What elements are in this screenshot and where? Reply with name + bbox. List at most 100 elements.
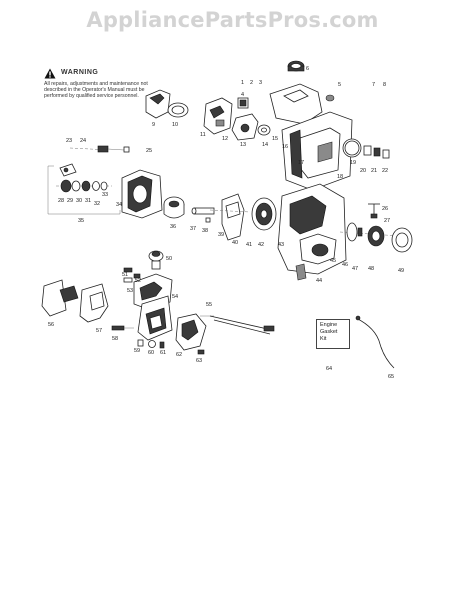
part-label-16: 16 [282, 144, 288, 150]
part-label-50: 50 [166, 256, 172, 262]
part-label-14: 14 [262, 142, 268, 148]
part-label-24: 24 [80, 138, 86, 144]
part-label-53: 53 [127, 288, 133, 294]
mounting-screw [197, 349, 205, 355]
warning-notice: WARNING All repairs, adjustments and mai… [44, 68, 152, 100]
part-label-46: 46 [342, 262, 348, 268]
part-label-1: 1 [241, 80, 244, 86]
spark-deflector [221, 193, 245, 241]
part-label-62: 62 [176, 352, 182, 358]
part-label-58: 58 [112, 336, 118, 342]
part-label-31: 31 [85, 198, 91, 204]
part-label-57: 57 [96, 328, 102, 334]
fuel-cap [287, 60, 305, 72]
part-label-37: 37 [190, 226, 196, 232]
flywheel [209, 197, 277, 231]
part-label-63: 63 [196, 358, 202, 364]
part-label-29: 29 [67, 198, 73, 204]
part-label-21: 21 [371, 168, 377, 174]
part-label-15: 15 [272, 136, 278, 142]
part-label-5: 5 [338, 82, 341, 88]
part-label-3: 3 [259, 80, 262, 86]
part-label-35: 35 [78, 218, 84, 224]
part-label-23: 23 [66, 138, 72, 144]
part-label-38: 38 [202, 228, 208, 234]
throttle-cable [355, 315, 395, 369]
part-label-30: 30 [76, 198, 82, 204]
site-watermark: AppliancePartsPros.com [86, 8, 379, 32]
clutch-assembly [339, 222, 413, 253]
part-label-34: 34 [116, 202, 122, 208]
part-label-8: 8 [383, 82, 386, 88]
cylinder-block [121, 169, 163, 219]
bolt-set [69, 145, 130, 153]
retaining-clips [363, 145, 390, 159]
part-label-7: 7 [372, 82, 375, 88]
part-label-4: 4 [241, 92, 244, 98]
part-label-65: 65 [388, 374, 394, 380]
carburetor-adapter [203, 97, 233, 135]
part-label-59: 59 [134, 348, 140, 354]
part-label-6: 6 [306, 66, 309, 72]
engine-gasket-kit-box: Engine Gasket Kit [316, 319, 350, 349]
pin-retainer [205, 217, 211, 223]
part-label-56: 56 [48, 322, 54, 328]
part-label-43: 43 [278, 242, 284, 248]
air-filter [167, 102, 189, 118]
fuel-tank [269, 83, 335, 125]
assembly-bracket-35 [47, 165, 121, 215]
part-label-32: 32 [94, 201, 100, 207]
part-label-26: 26 [382, 206, 388, 212]
part-label-55: 55 [206, 302, 212, 308]
kit-box-line-1: Engine [320, 322, 338, 328]
o-ring-seal [342, 138, 362, 158]
gasket-disc [257, 124, 271, 136]
engine-cover [277, 183, 347, 281]
part-label-52: 52 [135, 278, 141, 284]
part-label-22: 22 [382, 168, 388, 174]
carb-screws [123, 267, 141, 283]
piston-pin [191, 207, 215, 215]
ignition-module [175, 313, 275, 351]
part-label-13: 13 [240, 142, 246, 148]
part-label-12: 12 [222, 136, 228, 142]
part-label-51: 51 [122, 272, 128, 278]
insulator-block [231, 113, 259, 141]
part-label-45: 45 [330, 258, 336, 264]
small-bushing [237, 97, 249, 109]
part-label-2: 2 [250, 80, 253, 86]
part-label-54: 54 [172, 294, 178, 300]
piston [163, 196, 185, 219]
t-handle-tool [368, 203, 380, 219]
part-label-28: 28 [58, 198, 64, 204]
part-label-17: 17 [298, 160, 304, 166]
part-label-48: 48 [368, 266, 374, 272]
warning-header: WARNING [44, 68, 152, 79]
primer-bulb [148, 250, 164, 270]
part-label-9: 9 [152, 122, 155, 128]
part-label-36: 36 [170, 224, 176, 230]
part-label-47: 47 [352, 266, 358, 272]
engine-housing-upper [281, 111, 353, 191]
part-label-10: 10 [172, 122, 178, 128]
part-label-11: 11 [200, 132, 206, 138]
part-label-27: 27 [384, 218, 390, 224]
part-label-49: 49 [398, 268, 404, 274]
air-filter-cover [145, 89, 171, 119]
part-label-39: 39 [218, 232, 224, 238]
crankshaft-assembly [56, 163, 112, 193]
part-label-42: 42 [258, 242, 264, 248]
air-box-assembly [41, 279, 109, 323]
part-label-61: 61 [160, 350, 166, 356]
part-label-20: 20 [360, 168, 366, 174]
kit-box-line-2: Gasket [320, 329, 338, 335]
warning-triangle-icon [44, 68, 56, 79]
part-label-18: 18 [337, 174, 343, 180]
part-label-60: 60 [148, 350, 154, 356]
warning-title: WARNING [61, 69, 99, 77]
carb-hardware [111, 325, 165, 349]
part-label-33: 33 [102, 192, 108, 198]
